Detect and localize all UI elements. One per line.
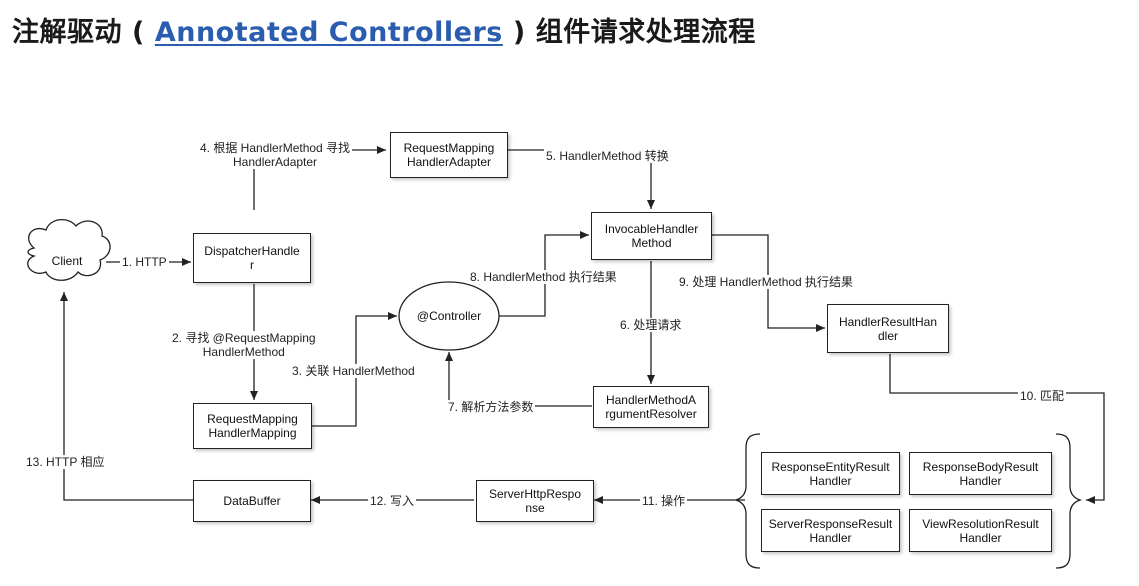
server-response-label: ServerResponseResult Handler — [768, 516, 893, 545]
invocable-handler-label: InvocableHandler Method — [604, 222, 699, 250]
step-10-label: 10. 匹配 — [1018, 389, 1067, 403]
title-close-paren: ) — [512, 17, 526, 48]
step-7-label: 7. 解析方法参数 — [446, 400, 536, 414]
view-resolution-result-handler-box: ViewResolutionResult Handler — [909, 509, 1052, 552]
flow-diagram: Client @Controller DispatcherHandle r Re… — [12, 128, 1120, 578]
rm-mapping-box: RequestMapping HandlerMapping — [193, 403, 312, 449]
response-entity-label: ResponseEntityResult Handler — [771, 459, 890, 488]
arg-resolver-box: HandlerMethodA rgumentResolver — [593, 386, 709, 428]
title-prefix: 注解驱动 — [12, 17, 122, 48]
step-8-label: 8. HandlerMethod 执行结果 — [468, 270, 619, 284]
step-3-label: 3. 关联 HandlerMethod — [290, 364, 417, 378]
step-5-label: 5. HandlerMethod 转换 — [544, 149, 671, 163]
databuffer-label: DataBuffer — [223, 494, 281, 508]
right-brace — [1055, 433, 1083, 569]
step-6-label: 6. 处理请求 — [618, 318, 684, 332]
step-4-label: 4. 根据 HandlerMethod 寻找 HandlerAdapter — [198, 141, 353, 169]
page-title: 注解驱动 ( Annotated Controllers) 组件请求处理流程 — [12, 10, 756, 49]
client-node: Client — [51, 254, 83, 268]
rm-adapter-box: RequestMapping HandlerAdapter — [390, 132, 508, 178]
response-entity-result-handler-box: ResponseEntityResult Handler — [761, 452, 900, 495]
rm-mapping-label: RequestMapping HandlerMapping — [207, 412, 298, 440]
databuffer-box: DataBuffer — [193, 480, 311, 522]
step-12-label: 12. 写入 — [368, 494, 417, 508]
title-suffix: 组件请求处理流程 — [535, 17, 756, 48]
dispatcher-handler-box: DispatcherHandle r — [193, 233, 311, 283]
left-brace — [733, 433, 761, 569]
invocable-handler-box: InvocableHandler Method — [591, 212, 712, 260]
arg-resolver-label: HandlerMethodA rgumentResolver — [605, 393, 697, 421]
server-http-response-box: ServerHttpRespo nse — [476, 480, 594, 522]
controller-node: @Controller — [416, 309, 482, 323]
server-http-response-label: ServerHttpRespo nse — [488, 487, 582, 515]
result-handler-label: HandlerResultHan dler — [838, 314, 938, 343]
step-11-label: 11. 操作 — [640, 494, 688, 508]
server-response-result-handler-box: ServerResponseResult Handler — [761, 509, 900, 552]
client-cloud-shape — [27, 219, 111, 281]
step-13-label: 13. HTTP 相应 — [24, 455, 107, 469]
response-body-label: ResponseBodyResult Handler — [922, 459, 1039, 488]
step-1-label: 1. HTTP — [120, 255, 169, 269]
step-2-label: 2. 寻找 @RequestMapping HandlerMethod — [170, 331, 318, 359]
rm-adapter-label: RequestMapping HandlerAdapter — [403, 141, 495, 169]
view-resolution-label: ViewResolutionResult Handler — [922, 516, 1039, 545]
result-handler-box: HandlerResultHan dler — [827, 304, 949, 353]
step-9-label: 9. 处理 HandlerMethod 执行结果 — [677, 275, 856, 289]
title-link[interactable]: Annotated Controllers — [154, 17, 503, 48]
title-open-paren: ( — [132, 17, 145, 48]
dispatcher-handler-label: DispatcherHandle r — [204, 244, 300, 272]
response-body-result-handler-box: ResponseBodyResult Handler — [909, 452, 1052, 495]
